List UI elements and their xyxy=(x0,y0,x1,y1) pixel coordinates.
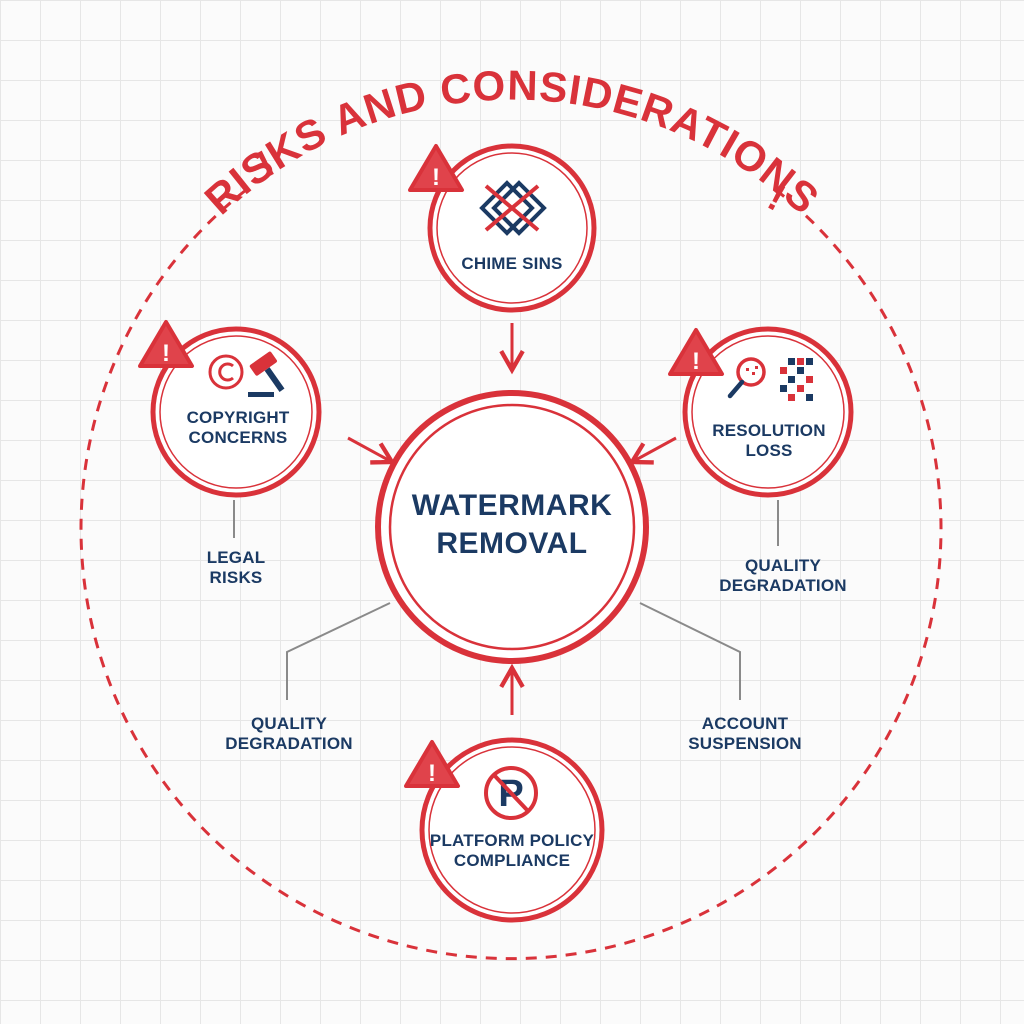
connector-account xyxy=(639,602,741,700)
warning-icon-left: ! xyxy=(138,320,194,368)
no-parking-icon: P xyxy=(484,766,538,820)
svg-text:!: ! xyxy=(692,348,700,375)
branch-label-account-suspension: ACCOUNT SUSPENSION xyxy=(688,714,802,754)
magnifier-pixels-icon xyxy=(727,357,813,401)
hub-label-line2: REMOVAL xyxy=(436,526,588,560)
arrow-left xyxy=(347,436,396,465)
svg-text:!: ! xyxy=(432,164,440,191)
crossed-diamond-icon xyxy=(479,180,547,236)
node-circle-left xyxy=(150,326,322,498)
node-label-bottom: PLATFORM POLICY COMPLIANCE xyxy=(429,831,595,871)
node-label-top: CHIME SINS xyxy=(461,254,563,273)
node-circle-right xyxy=(682,326,854,498)
svg-text:!: ! xyxy=(428,760,436,787)
hub-label-line1: WATERMARK xyxy=(411,489,613,522)
hub-circle xyxy=(375,390,649,664)
outer-dashed-ring xyxy=(79,188,943,961)
branch-label-quality-left: QUALITY DEGRADATION xyxy=(225,714,353,754)
connector-lines xyxy=(233,500,779,700)
node-label-right: RESOLUTION LOSS xyxy=(712,421,826,461)
branch-label-legal-risks: LEGAL RISKS xyxy=(206,548,266,588)
connector-quality-left xyxy=(286,602,391,700)
warning-icon-bottom: ! xyxy=(404,740,460,788)
branch-label-quality-right: QUALITY DEGRADATION xyxy=(719,556,847,596)
svg-text:!: ! xyxy=(162,340,170,367)
warning-icon-right: ! xyxy=(668,328,724,376)
arrows xyxy=(347,323,677,715)
node-circle-bottom xyxy=(419,737,605,923)
arrow-right xyxy=(628,436,677,465)
node-label-left: COPYRIGHT CONCERNS xyxy=(186,408,290,448)
hub-label: WATERMARK REMOVAL xyxy=(392,487,632,562)
copyright-gavel-icon xyxy=(208,351,285,397)
warning-icon-top: ! xyxy=(408,144,464,192)
